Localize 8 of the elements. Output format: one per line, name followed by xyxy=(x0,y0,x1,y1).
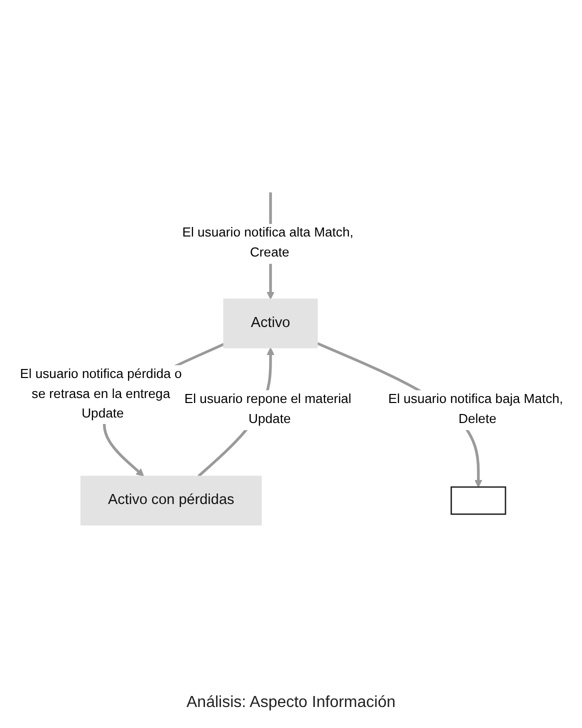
edge-label: El usuario notifica pérdida o se retrasa en la entrega Update xyxy=(20,366,182,421)
node-box xyxy=(450,486,506,515)
edge-label: El usuario notifica baja Match, Delete xyxy=(388,392,564,426)
edge-label: El usuario repone el material Update xyxy=(184,392,352,426)
caption: Análisis: Aspecto Información xyxy=(186,694,396,712)
node-box: Activo xyxy=(223,298,318,348)
edge-label: El usuario notifica alta Match, Create xyxy=(182,226,354,260)
node-box: Activo con pérdidas xyxy=(80,476,262,526)
